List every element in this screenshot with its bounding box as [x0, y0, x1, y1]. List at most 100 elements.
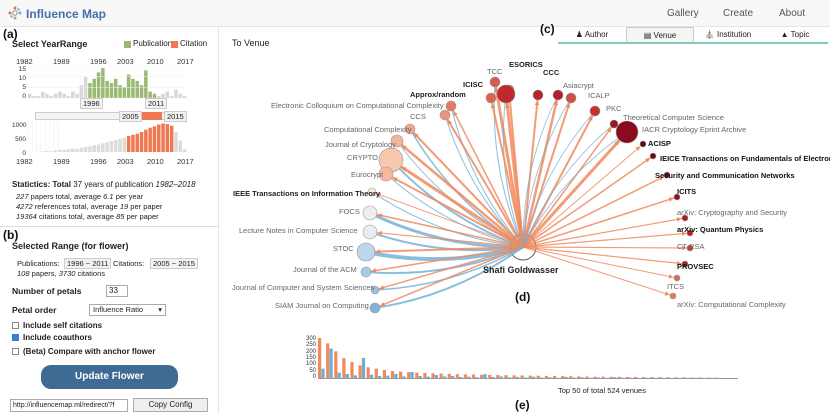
pub-bar — [182, 95, 187, 98]
pub-bar — [148, 91, 152, 98]
venue-label[interactable]: FOCS — [339, 207, 360, 216]
tab-institution[interactable]: ⛪ Institution — [694, 27, 762, 44]
compare-anchor-checkbox[interactable] — [12, 348, 19, 355]
venue-label[interactable]: ICISC — [463, 80, 484, 89]
venue-label[interactable]: SIAM Journal on Computing — [275, 301, 369, 310]
cit-bar — [165, 124, 170, 152]
venue-node — [489, 76, 501, 88]
influence-flower[interactable] — [219, 50, 830, 330]
copy-config-button[interactable]: Copy Config — [133, 398, 208, 412]
venue-label[interactable]: IEICE Transactions on Fundamentals of El… — [660, 154, 830, 163]
influence-edge-out — [374, 246, 524, 309]
venue-label[interactable]: Computational Complexity — [324, 125, 412, 134]
venue-bar-out — [544, 375, 548, 378]
venue-label[interactable]: ICALP — [588, 91, 610, 100]
venue-label[interactable]: ICITS — [677, 187, 697, 196]
pub-bar — [152, 93, 157, 98]
update-flower-button[interactable]: Update Flower — [41, 365, 178, 389]
venue-chart-axis-tick: 100 — [305, 361, 316, 368]
venue-bar-in — [475, 377, 479, 378]
edge-arrowhead — [376, 192, 382, 198]
self-citations-checkbox[interactable] — [12, 322, 19, 329]
tab-topic[interactable]: ▲ Topic — [762, 27, 828, 44]
venue-bar-in — [580, 377, 584, 378]
tab-author[interactable]: ♟ Author — [558, 27, 626, 44]
venue-label[interactable]: IACR Cryptology Eprint Archive — [642, 125, 747, 134]
venue-label[interactable]: CCS — [410, 112, 426, 121]
citation-range-slider-track[interactable] — [35, 112, 185, 120]
venue-label[interactable]: Approx/random — [410, 90, 466, 99]
citation-histogram[interactable] — [28, 122, 188, 156]
pub-bar — [178, 93, 182, 98]
venue-label[interactable]: Asiacrypt — [563, 81, 594, 90]
brand-title[interactable]: Influence Map — [26, 7, 107, 21]
venue-label[interactable]: ACISP — [648, 139, 671, 148]
venue-label[interactable]: Lecture Notes in Computer Science — [239, 226, 358, 235]
coauthors-checkbox[interactable] — [12, 334, 19, 341]
edge-arrowhead — [377, 230, 383, 236]
stats-line-papers: 227 papers total, average 6.1 per year — [16, 192, 143, 201]
venue-node — [362, 205, 378, 221]
pub-bar — [131, 78, 135, 98]
venue-label[interactable]: ITCS — [667, 282, 685, 291]
pub-bar — [126, 74, 131, 98]
venue-label[interactable]: CCC — [543, 68, 560, 77]
venue-label[interactable]: Journal of Computer and System Sciences — [232, 283, 375, 292]
cit-axis-1000: 1000 — [12, 122, 27, 129]
edge-arrowhead — [393, 177, 398, 182]
venue-bar-chart[interactable] — [318, 338, 738, 382]
cit-bar — [66, 149, 71, 152]
graduation-cap-icon: ▲ — [780, 30, 789, 39]
influence-edge-in — [502, 93, 524, 248]
venue-label[interactable]: Theoretical Computer Science — [623, 113, 724, 122]
citation-range-slider-fill[interactable] — [141, 112, 162, 120]
venue-label[interactable]: CT-RSA — [677, 242, 705, 251]
venue-label[interactable]: ESORICS — [509, 60, 543, 69]
venue-label[interactable]: arXiv: Quantum Physics — [677, 225, 764, 234]
num-petals-input[interactable]: 33 — [106, 285, 128, 297]
influence-edge-out — [409, 128, 524, 248]
stats-refs-text: references total, average — [34, 202, 118, 211]
petal-order-select[interactable]: Influence Ratio — [89, 304, 166, 316]
venue-label[interactable]: PKC — [606, 104, 622, 113]
cit-bar — [161, 123, 165, 152]
influence-edge-out — [522, 97, 572, 248]
pub-bar — [71, 91, 75, 98]
nav-create[interactable]: Create — [723, 8, 754, 19]
venue-bar-in — [499, 376, 503, 378]
venue-label[interactable]: PROVSEC — [677, 262, 714, 271]
venue-label[interactable]: arXiv: Computational Complexity — [677, 300, 786, 309]
venue-label[interactable]: IEEE Transactions on Information Theory — [233, 189, 381, 198]
venue-label[interactable]: STOC — [333, 244, 354, 253]
left-panel-divider — [218, 27, 219, 414]
year-range-title: Select YearRange — [12, 39, 88, 49]
influence-edge-out — [522, 155, 654, 248]
venue-label[interactable]: arXiv: Cryptography and Security — [677, 208, 788, 217]
nav-about[interactable]: About — [779, 8, 806, 19]
pub-bar — [75, 93, 79, 98]
publications-range-input[interactable]: 1996 ~ 2011 — [64, 258, 112, 269]
publication-histogram[interactable] — [28, 66, 188, 102]
influence-edge-out — [374, 246, 524, 291]
venue-chart-axis-tick: 150 — [305, 354, 316, 361]
venue-bar-in — [370, 374, 374, 378]
config-url-field[interactable]: http://influencemap.ml/redirect/?f — [10, 399, 128, 412]
influence-edge-in — [374, 246, 524, 309]
stats-papers-text: papers total, average — [30, 192, 102, 201]
tab-venue[interactable]: ▤ Venue — [626, 27, 694, 44]
venue-bar-in — [402, 376, 406, 378]
pub-bar — [53, 93, 58, 98]
nav-gallery[interactable]: Gallery — [667, 8, 699, 19]
panel-label-d: (d) — [515, 290, 531, 304]
venue-label[interactable]: Journal of the ACM — [293, 265, 357, 274]
venue-label[interactable]: Eurocrypt — [351, 170, 384, 179]
venue-bar-in — [426, 376, 430, 378]
venue-chart-axis-tick: 300 — [305, 336, 316, 342]
venue-label[interactable]: Journal of Cryptology — [325, 140, 396, 149]
venue-label[interactable]: Electronic Colloquium on Computational C… — [271, 101, 444, 110]
venue-label[interactable]: CRYPTO — [347, 153, 378, 162]
cit-axis-500: 500 — [15, 136, 26, 143]
citations-range-input[interactable]: 2005 ~ 2015 — [150, 258, 198, 269]
venue-label[interactable]: Security and Communication Networks — [655, 171, 795, 180]
venue-label[interactable]: TCC — [487, 67, 503, 76]
